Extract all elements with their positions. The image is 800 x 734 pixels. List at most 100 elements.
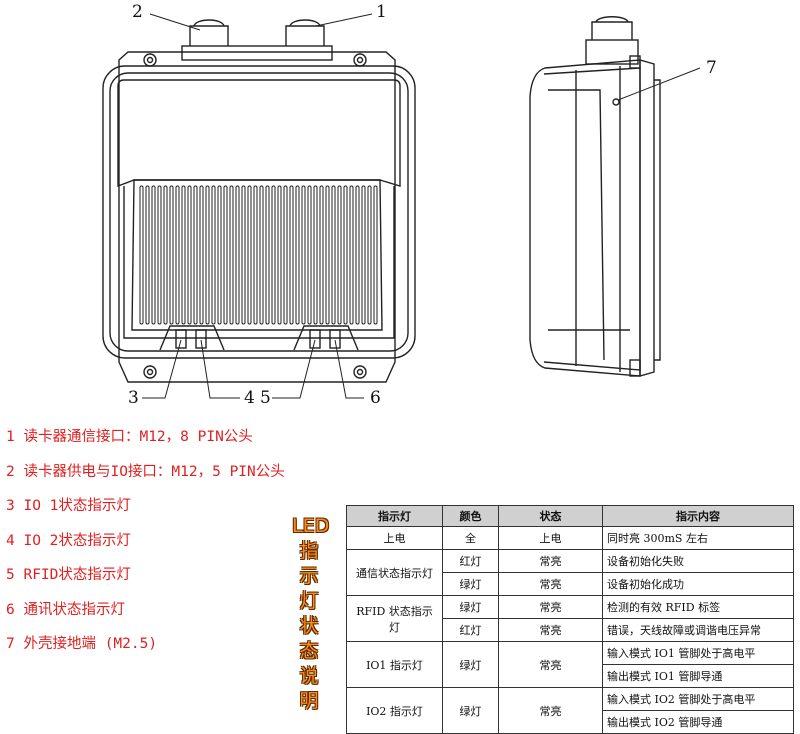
callout-5: 5 [260, 388, 271, 408]
grille-slat [325, 185, 330, 325]
cell-content: 同时亮 300mS 左右 [602, 526, 794, 550]
cell-indicator: IO2 指示灯 [346, 687, 443, 734]
grille-slat [163, 185, 168, 325]
cell-content: 错误，天线故障或调谐电压异常 [602, 618, 794, 642]
title-char: 说 [299, 665, 319, 687]
grille-slat [271, 185, 276, 325]
cell-indicator: 上电 [346, 526, 443, 550]
header-state: 状态 [498, 505, 603, 527]
front-view [102, 19, 416, 383]
cell-color: 红灯 [442, 618, 499, 642]
cell-state: 上电 [498, 526, 603, 550]
header-content: 指示内容 [602, 505, 794, 527]
title-char: 状 [299, 615, 319, 637]
title-char: 示 [299, 565, 319, 587]
grille-slat [373, 185, 378, 325]
grille-slat [145, 185, 150, 325]
table-header-row: 指示灯 颜色 状态 指示内容 [346, 505, 794, 527]
legend-item: 4 IO 2状态指示灯 [6, 532, 131, 549]
cell-color: 绿灯 [442, 641, 499, 688]
title-char: 指 [299, 540, 319, 562]
grille-slat [331, 185, 336, 325]
callout-3: 3 [128, 388, 139, 408]
grille-slat [307, 185, 312, 325]
table-row: 上电 全 上电 同时亮 300mS 左右 [346, 526, 794, 550]
grille-slat [265, 185, 270, 325]
table-row: IO1 指示灯 绿灯 常亮 输入模式 IO1 管脚处于高电平 [346, 641, 794, 688]
grille-slat [187, 185, 192, 325]
legend-item: 1 读卡器通信接口：M12，8 PIN公头 [6, 429, 253, 445]
legend-item: 2 读卡器供电与IO接口：M12，5 PIN公头 [6, 463, 285, 480]
cell-indicator: RFID 状态指示灯 [346, 595, 443, 642]
grille-slat [259, 185, 264, 325]
grille-slat [157, 185, 162, 325]
grille-slat [319, 185, 324, 325]
grille-slat [211, 185, 216, 325]
table-row: 通信状态指示灯 红灯 常亮 设备初始化失败 [346, 549, 794, 596]
cell-content: 输出模式 IO1 管脚导通 [602, 664, 794, 688]
device-drawing [102, 13, 701, 399]
grille-slats [139, 185, 378, 325]
cell-content: 检测的有效 RFID 标签 [602, 595, 794, 619]
grille-slat [313, 185, 318, 325]
grille-slat [289, 185, 294, 325]
grille-slat [193, 185, 198, 325]
grille-slat [139, 185, 144, 325]
table-row: IO2 指示灯 绿灯 常亮 输入模式 IO2 管脚处于高电平 [346, 687, 794, 734]
cell-content: 输入模式 IO2 管脚处于高电平 [602, 687, 794, 711]
grille-slat [349, 185, 354, 325]
led-description-title: LED 指 示 灯 状 态 说 明 [292, 514, 330, 714]
grille-slat [175, 185, 180, 325]
grille-slat [217, 185, 222, 325]
cell-color: 绿灯 [442, 595, 499, 619]
grille-slat [181, 185, 186, 325]
legend-item: 3 IO 1状态指示灯 [6, 498, 131, 514]
header-color: 颜色 [442, 505, 499, 527]
cell-content: 输出模式 IO2 管脚导通 [602, 710, 794, 734]
cell-state: 常亮 [498, 549, 603, 573]
cell-content: 输入模式 IO1 管脚处于高电平 [602, 641, 794, 665]
cell-indicator: 通信状态指示灯 [346, 549, 443, 596]
legend-list: 1 读卡器通信接口：M12，8 PIN公头 2 读卡器供电与IO接口：M12，5… [6, 426, 336, 668]
grille-slat [277, 185, 282, 325]
leader-lines [142, 13, 701, 399]
grille-slat [367, 185, 372, 325]
grille-slat [235, 185, 240, 325]
grille-slat [283, 185, 288, 325]
callout-1: 1 [376, 2, 387, 22]
callout-6: 6 [370, 388, 381, 408]
grille-slat [169, 185, 174, 325]
cell-state: 常亮 [498, 572, 603, 596]
grille-slat [361, 185, 366, 325]
grille-slat [205, 185, 210, 325]
legend-item: 7 外壳接地端 (M2.5) [6, 636, 158, 652]
cell-content: 设备初始化成功 [602, 572, 794, 596]
cell-color: 绿灯 [442, 687, 499, 734]
cell-state: 常亮 [498, 641, 603, 688]
callout-4: 4 [244, 388, 255, 408]
title-char: 态 [299, 640, 319, 662]
legend-item: 5 RFID状态指示灯 [6, 567, 131, 583]
grille-slat [337, 185, 342, 325]
grille-slat [253, 185, 258, 325]
title-char: 灯 [299, 590, 319, 612]
callout-2: 2 [132, 2, 143, 22]
cell-content: 设备初始化失败 [602, 549, 794, 573]
header-indicator: 指示灯 [346, 505, 443, 527]
led-status-table: 指示灯 颜色 状态 指示内容 上电 全 上电 同时亮 300mS 左右 通信状态… [346, 505, 794, 734]
table-row: RFID 状态指示灯 绿灯 常亮 检测的有效 RFID 标签 [346, 595, 794, 642]
side-view [529, 16, 661, 377]
grille-slat [229, 185, 234, 325]
grille-slat [199, 185, 204, 325]
grille-slat [295, 185, 300, 325]
title-char: LED [292, 515, 330, 537]
cell-color: 红灯 [442, 549, 499, 573]
grille-slat [247, 185, 252, 325]
grille-slat [355, 185, 360, 325]
grille-slat [301, 185, 306, 325]
callout-7: 7 [706, 58, 717, 78]
cell-color: 全 [442, 526, 499, 550]
title-char: 明 [299, 690, 319, 712]
cell-state: 常亮 [498, 687, 603, 734]
grille-slat [151, 185, 156, 325]
